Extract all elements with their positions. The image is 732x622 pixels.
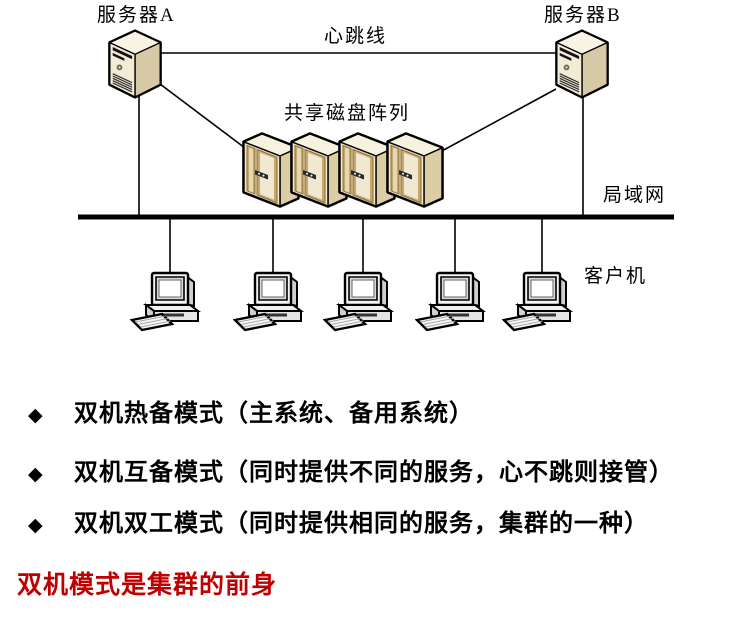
server-a-label: 服务器A (97, 5, 176, 26)
disk-array-unit-icon (242, 132, 300, 208)
server-a-icon (108, 29, 162, 99)
bullet-text: 双机双工模式（同时提供相同的服务，集群的一种） (74, 510, 649, 537)
lan-label: 局域网 (603, 185, 667, 206)
bullet-text: 双机热备模式（主系统、备用系统） (74, 400, 474, 427)
disk-array-unit-icon (386, 132, 444, 208)
client-pc-icon (502, 271, 573, 332)
client-pc-icon (233, 271, 304, 332)
footnote-text: 双机模式是集群的前身 (17, 571, 278, 599)
shared-disk-array-label: 共享磁盘阵列 (284, 103, 411, 124)
client-pc-icon (130, 271, 201, 332)
diamond-bullet-icon: ◆ (28, 464, 43, 485)
bullet-text: 双机互备模式（同时提供不同的服务，心不跳则接管） (74, 459, 674, 486)
server-a-disk-line (159, 83, 250, 152)
server-b-label: 服务器B (544, 5, 622, 26)
connection-lines (78, 52, 674, 274)
bullet-item-duplex: ◆ 双机双工模式（同时提供相同的服务，集群的一种） (0, 510, 732, 542)
diamond-bullet-icon: ◆ (28, 515, 43, 536)
client-pc-icon (415, 271, 486, 332)
server-b-icon (555, 29, 609, 99)
client-label: 客户机 (584, 266, 648, 287)
disk-server-b-line (439, 88, 557, 153)
diamond-bullet-icon: ◆ (28, 405, 43, 426)
bullet-item-hot-standby: ◆ 双机热备模式（主系统、备用系统） (0, 400, 732, 432)
client-pc-icon (323, 271, 394, 332)
disk-array-unit-icon (338, 132, 396, 208)
heartbeat-label: 心跳线 (324, 26, 388, 47)
bullet-item-mutual-standby: ◆ 双机互备模式（同时提供不同的服务，心不跳则接管） (0, 459, 732, 491)
